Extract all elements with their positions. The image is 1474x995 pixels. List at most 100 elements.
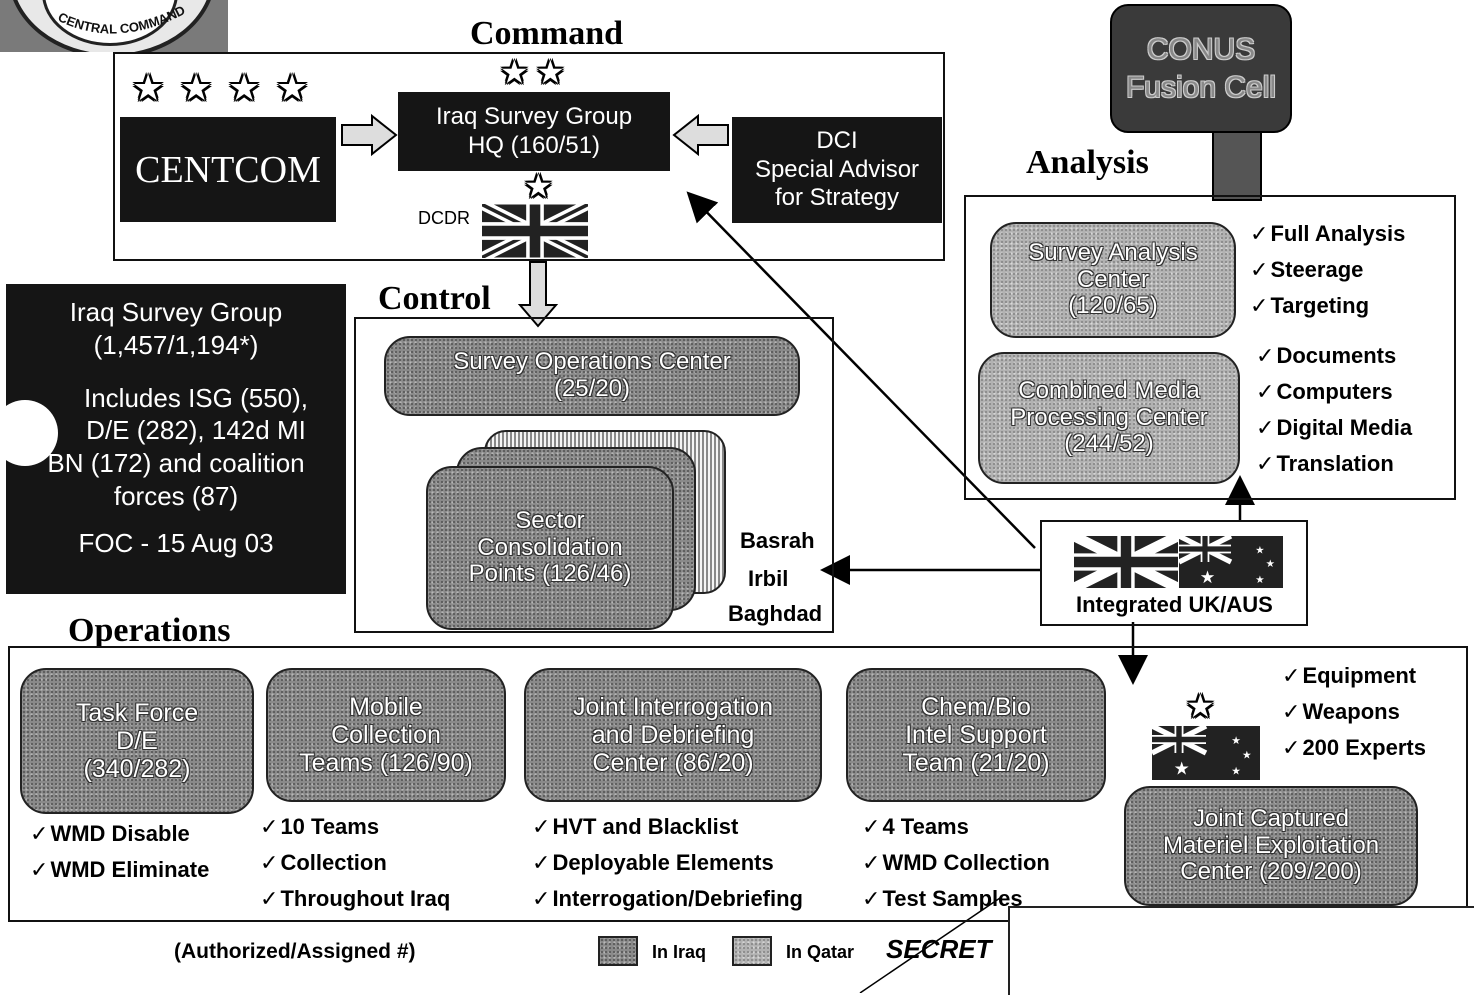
legend-swatch-qatar bbox=[732, 936, 772, 966]
check-item: Test Samples bbox=[862, 881, 1050, 917]
check-item: Interrogation/Debriefing bbox=[532, 881, 803, 917]
isg-hq-line-1: Iraq Survey Group bbox=[435, 102, 633, 130]
four-star-icon-4: ★ bbox=[276, 67, 309, 108]
legend-swatch-iraq bbox=[598, 936, 638, 966]
svg-text:★: ★ bbox=[1255, 575, 1264, 586]
isg-summary-totals: (1,457/1,194*) bbox=[93, 329, 259, 360]
central-command-seal: CENTRAL COMMAND bbox=[0, 0, 228, 52]
city-irbil: Irbil bbox=[748, 566, 789, 591]
jcmec-line-1: Joint Captured bbox=[1192, 804, 1350, 832]
isg-summary-foc: FOC - 15 Aug 03 bbox=[78, 527, 274, 558]
hq-to-control-arrow bbox=[517, 261, 559, 328]
mct-line-2: Collection bbox=[331, 721, 441, 749]
check-item: Weapons bbox=[1282, 694, 1426, 730]
check-item: Translation bbox=[1256, 446, 1412, 482]
four-star-icon-2: ★ bbox=[180, 67, 213, 108]
dcdr-label: DCDR bbox=[418, 208, 470, 228]
dci-line-2: Special Advisor bbox=[754, 155, 920, 183]
survey-center-line-2: Center bbox=[1076, 265, 1150, 293]
jidc-line-2: and Debriefing bbox=[591, 721, 755, 749]
city-baghdad: Baghdad bbox=[728, 601, 823, 626]
svg-text:★: ★ bbox=[1200, 567, 1216, 587]
svg-text:★: ★ bbox=[1266, 559, 1275, 570]
svg-text:★: ★ bbox=[1255, 545, 1264, 556]
mct-line-1: Mobile bbox=[349, 693, 423, 721]
check-item: 4 Teams bbox=[862, 809, 1050, 845]
isg-summary-note-3: BN (172) and coalition bbox=[47, 448, 305, 478]
check-item: Targeting bbox=[1250, 288, 1405, 324]
centcom-label: CENTCOM bbox=[135, 148, 321, 191]
uk-flag-icon bbox=[1072, 536, 1180, 588]
jcmec-checklist: Equipment Weapons 200 Experts bbox=[1282, 658, 1426, 766]
two-star-icon-1: ★ bbox=[500, 54, 529, 90]
media-checklist: Documents Computers Digital Media Transl… bbox=[1256, 338, 1412, 482]
check-item: Computers bbox=[1256, 374, 1412, 410]
survey-operations-center: Survey Operations Center (25/20) bbox=[384, 336, 800, 416]
check-item: Throughout Iraq bbox=[260, 881, 450, 917]
tfde-checklist: WMD Disable WMD Eliminate bbox=[30, 816, 209, 888]
isg-hq-box: Iraq Survey Group HQ (160/51) bbox=[398, 92, 670, 171]
media-center-line-1: Combined Media bbox=[1018, 376, 1200, 404]
one-star-icon: ★ bbox=[1186, 688, 1215, 724]
jcmec-line-2: Materiel Exploitation bbox=[1162, 831, 1380, 859]
check-item: Steerage bbox=[1250, 252, 1405, 288]
seal-lettering: CENTRAL COMMAND bbox=[56, 2, 188, 36]
soc-line-2: (25/20) bbox=[553, 375, 631, 402]
centcom-box: CENTCOM bbox=[120, 117, 336, 222]
integrated-uk-aus-box bbox=[1040, 520, 1308, 626]
mct-line-3: Teams (126/90) bbox=[299, 749, 473, 777]
survey-center-line-1: Survey Analysis bbox=[1028, 238, 1198, 266]
integrated-uk-aus-label: Integrated UK/AUS bbox=[1076, 592, 1273, 617]
check-item: WMD Eliminate bbox=[30, 852, 209, 888]
media-center-line-3: (244/52) bbox=[1064, 430, 1154, 458]
isg-summary-note-4: forces (87) bbox=[113, 480, 239, 511]
isg-summary-note-1: Includes ISG (550), bbox=[84, 382, 308, 413]
control-title: Control bbox=[378, 280, 491, 317]
dci-advisor-box: DCI Special Advisor for Strategy bbox=[732, 117, 942, 223]
check-item: Documents bbox=[1256, 338, 1412, 374]
isg-summary-note-2: D/E (282), 142d MI bbox=[86, 415, 306, 446]
check-item: 200 Experts bbox=[1282, 730, 1426, 766]
control-frame bbox=[354, 317, 834, 633]
sector-consolidation-points: Sector Consolidation Points (126/46) bbox=[426, 466, 674, 630]
redaction-box bbox=[1008, 906, 1474, 995]
check-item: Digital Media bbox=[1256, 410, 1412, 446]
dci-to-hq-arrow bbox=[672, 113, 729, 157]
cbist-line-3: Team (21/20) bbox=[902, 749, 1050, 777]
tfde-line-1: Task Force bbox=[75, 699, 199, 727]
check-item: HVT and Blacklist bbox=[532, 809, 803, 845]
isg-summary-box: Iraq Survey Group (1,457/1,194*) Include… bbox=[6, 284, 346, 594]
australia-flag-icon: ★ ★ ★ ★ bbox=[1178, 536, 1283, 588]
cbist-line-1: Chem/Bio bbox=[921, 693, 1031, 721]
punch-hole bbox=[0, 400, 58, 466]
jidc-checklist: HVT and Blacklist Deployable Elements In… bbox=[532, 809, 803, 917]
svg-text:★: ★ bbox=[1231, 766, 1241, 778]
operations-frame bbox=[8, 646, 1468, 922]
jidc-line-3: Center (86/20) bbox=[592, 749, 754, 777]
centcom-to-hq-arrow bbox=[341, 113, 398, 157]
combined-media-processing-center: Combined Media Processing Center (244/52… bbox=[978, 352, 1240, 484]
joint-interrogation-debriefing-center: Joint Interrogation and Debriefing Cente… bbox=[524, 668, 822, 802]
tfde-line-2: D/E bbox=[116, 727, 158, 755]
mct-checklist: 10 Teams Collection Throughout Iraq bbox=[260, 809, 450, 917]
task-force-de: Task Force D/E (340/282) bbox=[20, 668, 254, 814]
uk-aus-to-hq-arrow bbox=[686, 191, 1036, 549]
scp-line-1: Sector bbox=[515, 506, 585, 534]
scp-line-2: Consolidation bbox=[477, 533, 623, 561]
analysis-frame bbox=[964, 195, 1456, 500]
survey-checklist: Full Analysis Steerage Targeting bbox=[1250, 216, 1405, 324]
media-center-line-2: Processing Center bbox=[1010, 403, 1208, 431]
dci-line-1: DCI bbox=[816, 126, 858, 154]
soc-line-1: Survey Operations Center bbox=[453, 348, 731, 376]
survey-center-line-3: (120/65) bbox=[1068, 292, 1158, 320]
conus-connector bbox=[1212, 124, 1262, 201]
svg-text:★: ★ bbox=[1231, 735, 1241, 747]
scp-line-3: Points (126/46) bbox=[468, 560, 632, 588]
check-item: 10 Teams bbox=[260, 809, 450, 845]
conus-line-2: Fusion Cell bbox=[1125, 70, 1277, 104]
command-frame bbox=[113, 52, 945, 261]
jcmec-line-3: Center (209/200) bbox=[1180, 858, 1362, 886]
analysis-title: Analysis bbox=[1026, 144, 1149, 181]
cbist-checklist: 4 Teams WMD Collection Test Samples bbox=[862, 809, 1050, 917]
